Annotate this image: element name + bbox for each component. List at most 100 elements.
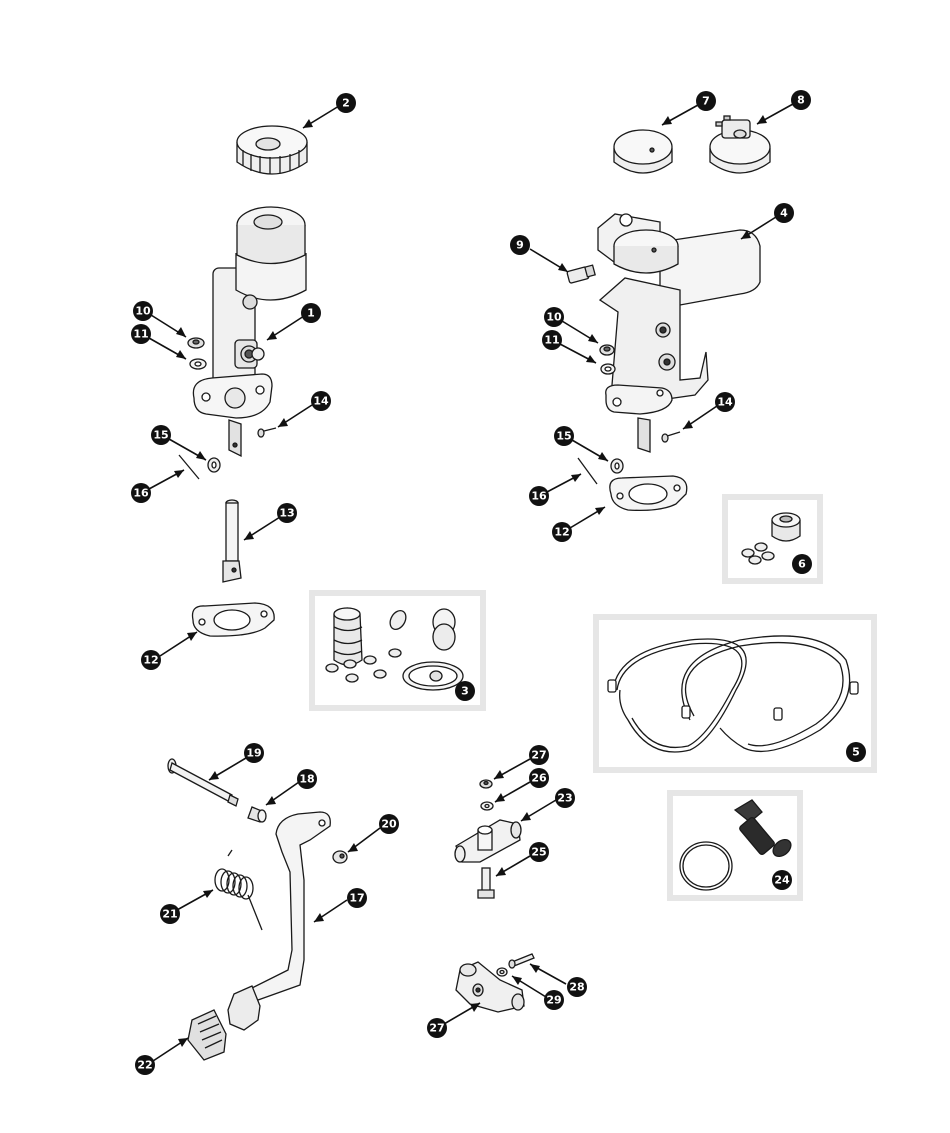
callout-label: 11 bbox=[133, 328, 148, 341]
callout-label: 10 bbox=[135, 305, 151, 318]
callout-13: 13 bbox=[277, 503, 297, 523]
callout-label: 15 bbox=[153, 429, 168, 442]
callout-label: 12 bbox=[554, 526, 569, 539]
pressure-valve-27-bottom bbox=[455, 961, 525, 1013]
callout-label: 25 bbox=[531, 846, 546, 859]
pivot-bolt-19 bbox=[167, 758, 239, 807]
callout-label: 3 bbox=[461, 685, 469, 698]
callout-label: 14 bbox=[313, 395, 329, 408]
seal-kit-6 bbox=[741, 512, 801, 565]
callout-label: 11 bbox=[544, 334, 559, 347]
callout-label: 16 bbox=[133, 487, 149, 500]
callout-label: 1 bbox=[307, 307, 315, 320]
return-spring-21 bbox=[214, 849, 263, 931]
screw-28 bbox=[508, 953, 535, 969]
callout-8: 8 bbox=[791, 90, 811, 110]
pedal-17 bbox=[227, 811, 331, 1031]
callout-12-right: 12 bbox=[552, 522, 572, 542]
callout-label: 19 bbox=[246, 747, 261, 760]
callout-16-right: 16 bbox=[529, 486, 549, 506]
callout-label: 9 bbox=[516, 239, 524, 252]
pressure-switch-9 bbox=[566, 264, 596, 284]
callout-18: 18 bbox=[297, 769, 317, 789]
reservoir-cap-2 bbox=[236, 125, 308, 175]
bush-18 bbox=[247, 806, 267, 823]
bolt-25 bbox=[477, 867, 495, 899]
reservoir-cap-switch-8 bbox=[709, 115, 771, 174]
callout-label: 18 bbox=[299, 773, 314, 786]
callout-5: 5 bbox=[846, 742, 866, 762]
kit-box-3 bbox=[309, 590, 486, 711]
callout-label: 13 bbox=[279, 507, 294, 520]
callout-27-top: 27 bbox=[529, 745, 549, 765]
callout-3: 3 bbox=[455, 681, 475, 701]
callout-12: 12 bbox=[141, 650, 161, 670]
washer-15-right bbox=[610, 458, 624, 474]
callout-label: 8 bbox=[797, 94, 805, 107]
callout-28: 28 bbox=[567, 977, 587, 997]
kit-box-24 bbox=[667, 790, 803, 901]
union-seal-24 bbox=[679, 799, 792, 891]
callout-27-bottom: 27 bbox=[427, 1018, 447, 1038]
callout-label: 2 bbox=[342, 97, 350, 110]
callout-label: 27 bbox=[429, 1022, 444, 1035]
callout-10: 10 bbox=[133, 301, 153, 321]
repair-kit-3 bbox=[325, 607, 464, 691]
callout-label: 28 bbox=[569, 981, 584, 994]
washer-15-left bbox=[207, 457, 221, 473]
callout-4: 4 bbox=[774, 203, 794, 223]
reservoir-cap-7 bbox=[613, 129, 673, 174]
callout-6: 6 bbox=[792, 554, 812, 574]
kit-box-5 bbox=[593, 614, 877, 773]
clevis-pin-14-right bbox=[661, 431, 681, 443]
callout-label: 7 bbox=[702, 95, 710, 108]
callout-label: 15 bbox=[556, 430, 571, 443]
kit-box-6 bbox=[722, 494, 823, 584]
callout-15: 15 bbox=[151, 425, 171, 445]
split-pin-16-left bbox=[178, 454, 200, 480]
arrowheads bbox=[174, 115, 767, 1047]
washer-29 bbox=[496, 967, 508, 977]
callout-25: 25 bbox=[529, 842, 549, 862]
nut-10-left bbox=[187, 337, 205, 349]
callout-label: 26 bbox=[531, 772, 547, 785]
callout-26: 26 bbox=[529, 768, 549, 788]
callout-21: 21 bbox=[160, 904, 180, 924]
callout-11: 11 bbox=[131, 324, 151, 344]
callout-14: 14 bbox=[311, 391, 331, 411]
callout-label: 27 bbox=[531, 749, 546, 762]
callout-1: 1 bbox=[301, 303, 321, 323]
callout-label: 4 bbox=[780, 207, 788, 220]
callout-label: 23 bbox=[557, 792, 572, 805]
callout-label: 29 bbox=[546, 994, 561, 1007]
split-pin-16-right bbox=[577, 457, 598, 485]
callout-9: 9 bbox=[510, 235, 530, 255]
callout-7: 7 bbox=[696, 91, 716, 111]
tandem-master-cylinder-4 bbox=[597, 213, 761, 453]
washer-26 bbox=[480, 801, 494, 811]
callout-label: 24 bbox=[774, 874, 790, 887]
washer-11-left bbox=[189, 358, 207, 370]
callout-label: 20 bbox=[381, 818, 397, 831]
callout-label: 10 bbox=[546, 311, 562, 324]
nut-10-right bbox=[599, 344, 615, 356]
callout-20: 20 bbox=[379, 814, 399, 834]
callout-15-right: 15 bbox=[554, 426, 574, 446]
callout-19: 19 bbox=[244, 743, 264, 763]
pedal-pad-22 bbox=[187, 1009, 227, 1061]
callout-24: 24 bbox=[772, 870, 792, 890]
callout-label: 6 bbox=[798, 558, 806, 571]
callout-label: 5 bbox=[852, 746, 860, 759]
callout-23: 23 bbox=[555, 788, 575, 808]
clevis-pin-14-left bbox=[257, 427, 277, 438]
master-cylinder-1 bbox=[192, 206, 307, 458]
callout-29: 29 bbox=[544, 990, 564, 1010]
t-piece-23 bbox=[454, 819, 522, 863]
callout-label: 22 bbox=[137, 1059, 152, 1072]
callout-10-right: 10 bbox=[544, 307, 564, 327]
brake-pipes-5 bbox=[607, 635, 859, 753]
callout-label: 17 bbox=[349, 892, 364, 905]
callout-2: 2 bbox=[336, 93, 356, 113]
callout-22: 22 bbox=[135, 1055, 155, 1075]
